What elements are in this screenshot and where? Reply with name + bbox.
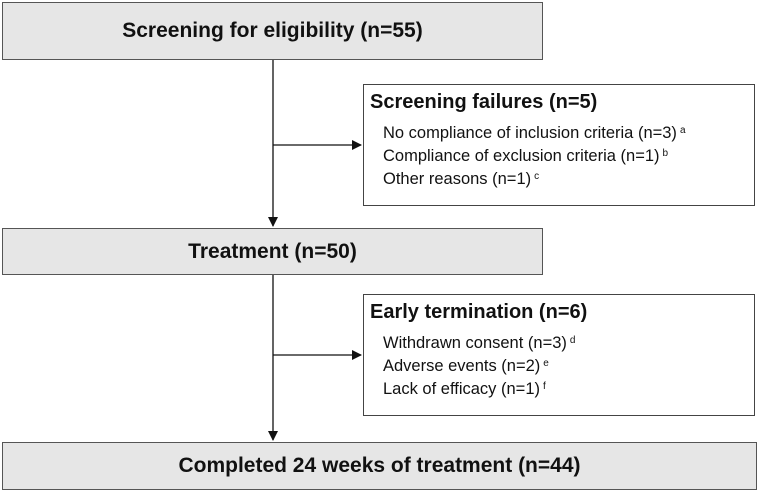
completed-label: Completed 24 weeks of treatment (n=44) bbox=[178, 454, 581, 477]
footnote-marker: b bbox=[662, 148, 669, 159]
screening-failures-box: Screening failures (n=5) No compliance o… bbox=[363, 84, 755, 206]
footnote-marker: c bbox=[534, 171, 540, 182]
footnote-marker: e bbox=[543, 358, 549, 369]
footnote-marker: d bbox=[569, 335, 576, 346]
list-item: Withdrawn consent (n=3)d bbox=[383, 334, 576, 352]
early-termination-list: Withdrawn consent (n=3)d Adverse events … bbox=[364, 332, 754, 401]
list-item: Lack of efficacy (n=1)f bbox=[383, 380, 546, 398]
footnote-marker: f bbox=[542, 381, 546, 392]
screening-failures-list: No compliance of inclusion criteria (n=3… bbox=[364, 122, 754, 191]
screening-box: Screening for eligibility (n=55) bbox=[2, 2, 543, 60]
footnote-marker: a bbox=[679, 125, 686, 136]
list-item: Other reasons (n=1)c bbox=[383, 170, 540, 188]
list-item: No compliance of inclusion criteria (n=3… bbox=[383, 124, 686, 142]
treatment-box: Treatment (n=50) bbox=[2, 228, 543, 275]
list-item: Adverse events (n=2)e bbox=[383, 357, 549, 375]
early-termination-box: Early termination (n=6) Withdrawn consen… bbox=[363, 294, 755, 416]
list-item: Compliance of exclusion criteria (n=1)b bbox=[383, 147, 669, 165]
treatment-label: Treatment (n=50) bbox=[188, 239, 357, 263]
early-termination-title: Early termination (n=6) bbox=[370, 301, 588, 323]
screening-failures-title: Screening failures (n=5) bbox=[370, 91, 598, 113]
screening-label: Screening for eligibility (n=55) bbox=[122, 19, 423, 42]
completed-box: Completed 24 weeks of treatment (n=44) bbox=[2, 442, 757, 490]
